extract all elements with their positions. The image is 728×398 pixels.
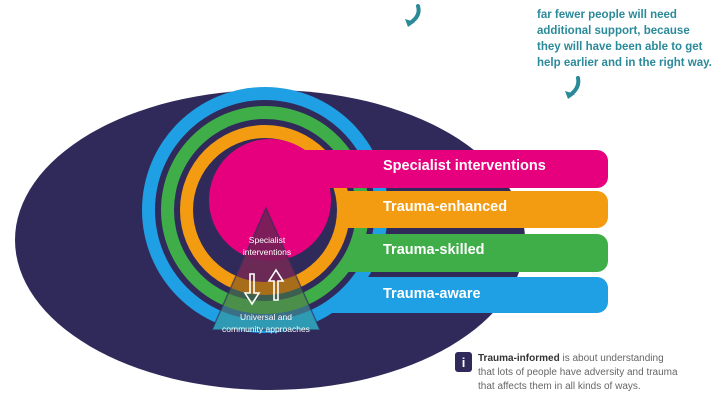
- band-specialist: [209, 139, 608, 261]
- down-arrow-icon: [408, 4, 421, 25]
- info-note: i Trauma-informed is about understanding…: [455, 352, 678, 392]
- pyramid-top-label-1: Specialist: [249, 235, 286, 245]
- label-specialist-interventions: Specialist interventions: [383, 158, 546, 174]
- label-trauma-skilled: Trauma-skilled: [383, 242, 485, 258]
- top-note-line-4: help earlier and in the right way.: [537, 57, 712, 69]
- info-icon: [455, 352, 472, 372]
- oval-title: Trauma-informed: [169, 41, 400, 88]
- pyramid-bottom-label-1: Universal and: [240, 312, 292, 322]
- pyramid-bottom-label-2: community approaches: [222, 324, 310, 334]
- up-down-arrows-icon: [243, 268, 285, 306]
- down-arrow-head: [405, 19, 415, 27]
- down-arrow-icon-2: [568, 76, 581, 97]
- top-note: far fewer people will need additional su…: [537, 9, 712, 69]
- label-trauma-enhanced: Trauma-enhanced: [383, 199, 507, 215]
- pyramid-top-label-2: interventions: [243, 247, 291, 257]
- top-note-line-2: additional support, because: [537, 25, 690, 37]
- info-icon-glyph: i: [462, 355, 466, 370]
- down-arrow-head-2: [565, 91, 575, 99]
- info-line-3: that affects them in all kinds of ways.: [478, 381, 641, 392]
- info-line-1: Trauma-informed is about understanding: [478, 353, 664, 364]
- label-trauma-aware: Trauma-aware: [383, 286, 481, 302]
- top-note-line-1: far fewer people will need: [537, 9, 677, 21]
- top-note-line-3: they will have been able to get: [537, 41, 703, 53]
- info-line-2: that lots of people have adversity and t…: [478, 367, 678, 378]
